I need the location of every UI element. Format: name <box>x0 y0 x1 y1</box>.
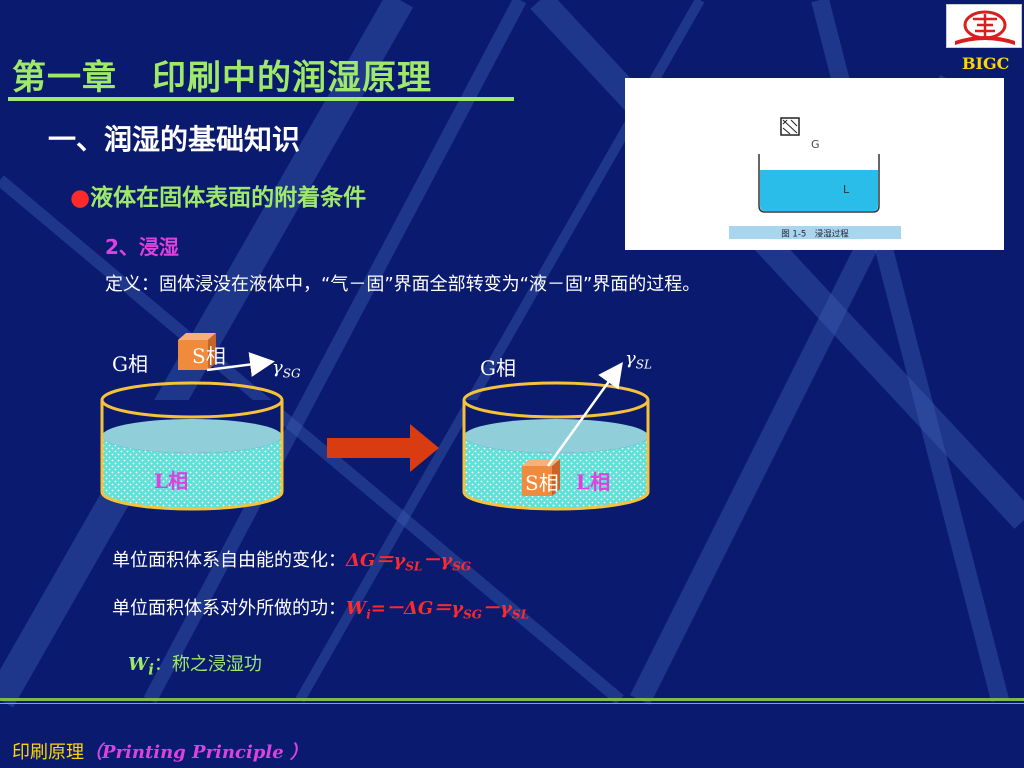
figure-caption-bar <box>729 226 901 239</box>
figure-g-label: G <box>811 138 820 151</box>
footer-course-title: 印刷原理（Printing Principle ） <box>12 742 308 763</box>
footer-rule <box>0 698 1024 701</box>
figure-l-label: L <box>843 183 850 196</box>
bullet-heading: ●液体在固体表面的附着条件 <box>70 178 366 212</box>
definition-text: 定义：固体浸没在液体中，“气－固”界面全部转变为“液－固”界面的过程。 <box>105 274 701 295</box>
footer-rule-thin <box>0 703 1024 704</box>
bullet-text: 液体在固体表面的附着条件 <box>90 185 367 211</box>
left-beaker <box>100 381 284 511</box>
solid-cube-icon <box>780 117 800 136</box>
work-equation: 单位面积体系对外所做的功：Wi=－ΔG＝γSG－γSL <box>112 598 530 622</box>
free-energy-equation: 单位面积体系自由能的变化：ΔG＝γSL－γSG <box>112 550 472 574</box>
figure-liquid <box>760 170 878 211</box>
logo-text: BIGC <box>962 54 1010 73</box>
immersion-work-note: Wi：称之浸湿功 <box>128 654 262 679</box>
right-s-phase-label: S相 <box>525 471 559 495</box>
logo <box>946 4 1022 48</box>
left-gamma-arrow <box>206 352 275 377</box>
title-underline <box>8 97 514 101</box>
bullet-dot-icon: ● <box>70 185 91 211</box>
reference-figure: G L 图 1-5 浸湿过程 <box>625 78 1004 250</box>
logo-emblem-icon <box>955 10 1015 45</box>
subsection-heading: 2、浸湿 <box>105 235 179 259</box>
right-l-phase-label: L相 <box>576 470 611 494</box>
figure-beaker <box>758 154 880 213</box>
transition-arrow-icon <box>327 424 439 472</box>
left-gamma-label: γSG <box>272 357 301 381</box>
right-gamma-arrow <box>546 361 623 467</box>
right-gamma-label: γSL <box>625 348 652 372</box>
page-title: 第一章 印刷中的润湿原理 <box>12 58 432 98</box>
left-g-phase-label: G相 <box>112 352 148 376</box>
right-g-phase-label: G相 <box>480 356 516 380</box>
left-l-phase-label: L相 <box>154 469 189 493</box>
figure-caption: 图 1-5 浸湿过程 <box>781 229 849 240</box>
left-s-phase-label: S相 <box>192 344 226 368</box>
section-heading: 一、润湿的基础知识 <box>48 123 301 156</box>
left-solid-cube <box>178 333 216 370</box>
